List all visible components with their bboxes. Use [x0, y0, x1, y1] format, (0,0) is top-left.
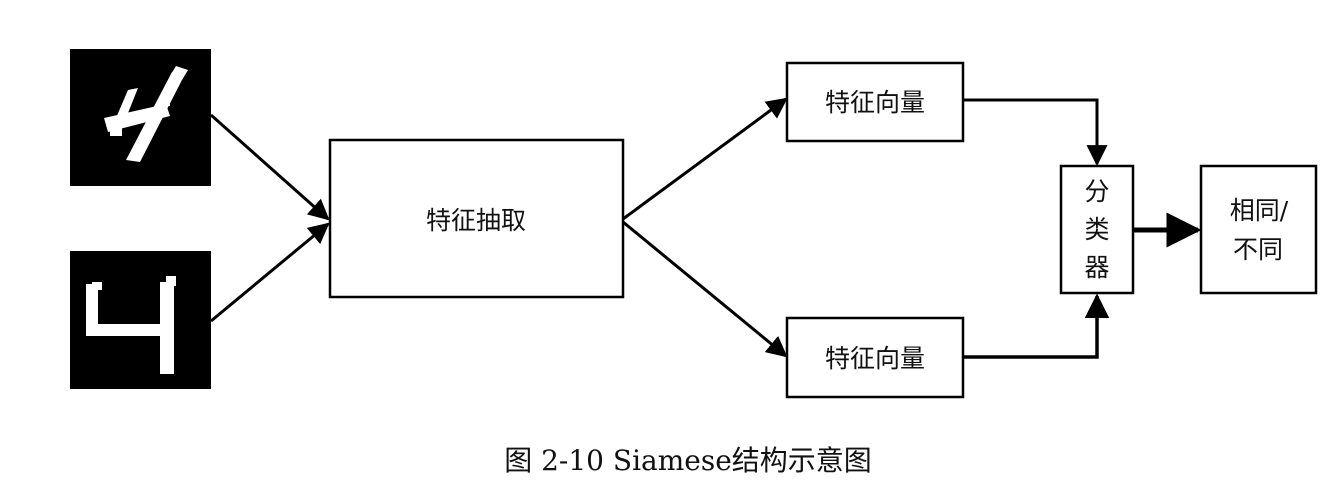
arrow-image-top-to-extractor — [210, 113, 330, 221]
feature-extractor-label: 特征抽取 — [426, 206, 526, 235]
figure-caption: 图 2-10 Siamese结构示意图 — [504, 444, 872, 477]
feature-vector-top-label: 特征向量 — [825, 88, 925, 117]
output-label-line-2: 不同 — [1233, 235, 1283, 264]
digit-4-blocky-glyph — [86, 276, 176, 374]
digit-image-bottom — [70, 251, 211, 389]
arrow-extractor-to-vector-top — [622, 97, 788, 221]
arrow-extractor-to-vector-bottom — [622, 220, 788, 358]
digit-4-handwritten-glyph — [104, 66, 188, 162]
classifier-box: 分 类 器 — [1059, 164, 1135, 295]
feature-vector-box-top: 特征向量 — [785, 61, 965, 143]
feature-vector-box-bottom: 特征向量 — [785, 316, 965, 399]
classifier-label-line-1: 分 — [1084, 177, 1109, 206]
output-label-line-1: 相同/ — [1230, 196, 1289, 225]
connector-vector-bottom-to-classifier — [963, 293, 1110, 359]
arrow-image-bottom-to-extractor — [210, 222, 330, 323]
classifier-label-line-3: 器 — [1084, 253, 1109, 282]
output-box: 相同/ 不同 — [1199, 164, 1318, 295]
feature-vector-bottom-label: 特征向量 — [825, 344, 925, 373]
connector-vector-top-to-classifier — [963, 98, 1108, 167]
digit-image-top — [70, 49, 211, 186]
classifier-label-line-2: 类 — [1084, 215, 1109, 244]
feature-extractor-box: 特征抽取 — [328, 138, 625, 299]
